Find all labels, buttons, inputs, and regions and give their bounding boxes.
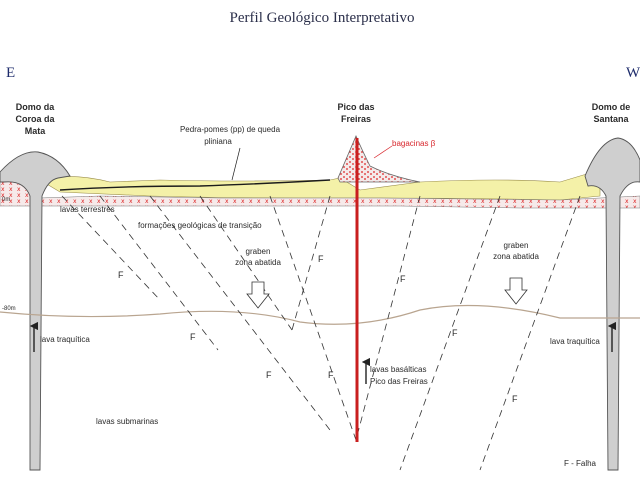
fault-markers: F F F F F F F F: [118, 254, 518, 404]
bagacinas-label: bagacinas β: [392, 139, 436, 148]
direction-west: W: [626, 65, 640, 81]
graben-right-arrow: [504, 277, 528, 305]
pumice-layer: [39, 169, 601, 201]
depth-0m: 0m: [2, 197, 10, 203]
svg-text:Santana: Santana: [593, 114, 629, 124]
diagram-title: Perfil Geológico Interpretativo: [230, 10, 415, 26]
svg-text:Domo da: Domo da: [16, 102, 55, 112]
svg-text:F: F: [512, 394, 518, 404]
pumice-top-line: [59, 179, 331, 191]
svg-text:F: F: [118, 270, 124, 280]
dome-right: [584, 137, 640, 471]
minus80-line: [0, 304, 640, 325]
lava-traq-left-label: lava traquítica: [40, 335, 90, 344]
lavas-basalticas-label-2: Pico das Freiras: [370, 377, 428, 386]
svg-text:Mata: Mata: [25, 126, 46, 136]
svg-text:Freiras: Freiras: [341, 114, 371, 124]
dome-right-label: Domo de Santana: [592, 102, 631, 124]
dome-center-label: Pico das Freiras: [337, 102, 374, 124]
graben-left-label-1: graben: [246, 247, 271, 256]
dome-left-label: Domo da Coroa da Mata: [15, 102, 55, 136]
transition-label: formações geológicas de transição: [138, 221, 262, 230]
lavas-submarinas-label: lavas submarinas: [96, 417, 158, 426]
svg-text:F: F: [266, 370, 272, 380]
fault-lines: [61, 195, 581, 471]
svg-text:F: F: [452, 328, 458, 338]
lava-traq-right-label: lava traquítica: [550, 337, 600, 346]
graben-right-label-2: zona abatida: [493, 252, 539, 261]
legend-falha: F - Falha: [564, 459, 597, 468]
bagacinas-pointer: [373, 145, 393, 159]
pumice-label-2: pliniana: [204, 137, 232, 146]
svg-text:F: F: [400, 274, 406, 284]
svg-text:Coroa da: Coroa da: [15, 114, 55, 124]
svg-text:F: F: [328, 370, 334, 380]
svg-text:Domo de: Domo de: [592, 102, 631, 112]
lavas-basalticas-label-1: lavas basálticas: [370, 365, 426, 374]
svg-text:F: F: [190, 332, 196, 342]
pumice-pointer: [231, 147, 241, 181]
lavas-terrestres-strip: [0, 177, 640, 209]
svg-text:F: F: [318, 254, 324, 264]
graben-left-arrow: [246, 281, 270, 309]
pumice-label-1: Pedra-pomes (pp) de queda: [180, 125, 281, 134]
depth-minus80: -80m: [2, 306, 16, 312]
lavas-terrestres-label: lavas terrestres: [60, 205, 115, 214]
graben-right-label-1: graben: [504, 241, 529, 250]
dome-left: [0, 151, 71, 471]
direction-east: E: [6, 65, 15, 81]
graben-left-label-2: zona abatida: [235, 258, 281, 267]
svg-text:Pico das: Pico das: [337, 102, 374, 112]
